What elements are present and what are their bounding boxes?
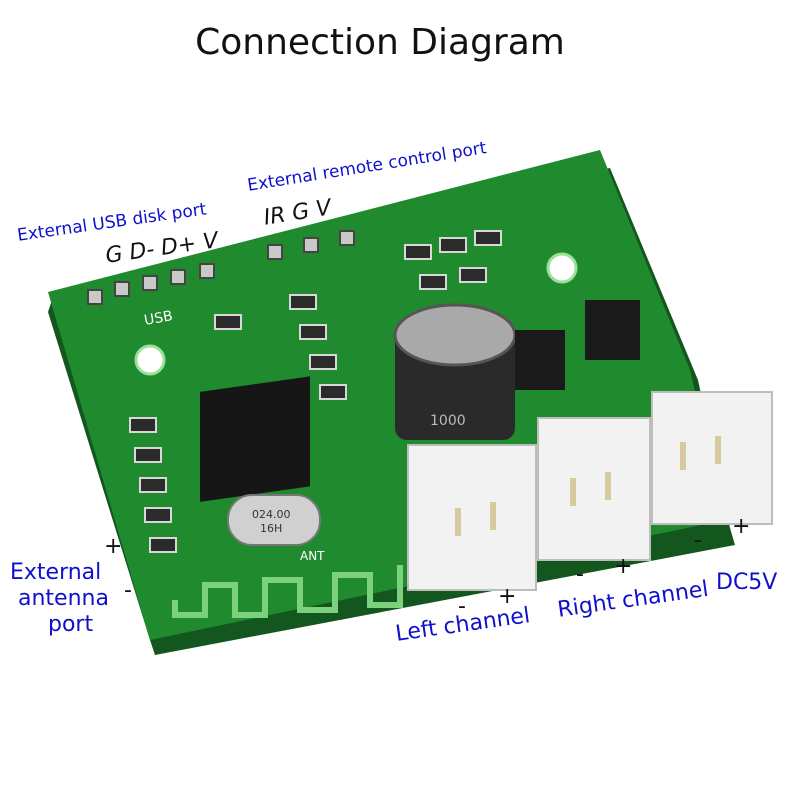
mounting-hole [134, 344, 166, 376]
antenna-minus-sign: - [124, 578, 132, 603]
amplifier-chips [515, 300, 640, 390]
dc-plus-sign: + [732, 514, 751, 539]
electrolytic-capacitor [393, 303, 517, 440]
antenna-label-line1: External [10, 560, 102, 585]
antenna-trace [172, 565, 403, 618]
mounting-hole [546, 252, 578, 284]
jst-connectors [407, 391, 773, 591]
silkscreen-usb: USB [143, 308, 174, 329]
page-title: Connection Diagram [195, 22, 565, 63]
left-plus-sign: + [498, 584, 517, 609]
right-plus-sign: + [614, 554, 633, 579]
antenna-plus-sign: + [104, 534, 123, 559]
dc5v-label: DC5V [716, 570, 778, 595]
jst-pins [455, 436, 721, 536]
main-ic [200, 376, 310, 502]
crystal-oscillator [227, 494, 321, 546]
silkscreen-ant: ANT [300, 549, 325, 563]
usb-header [87, 263, 215, 305]
antenna-label-line2: antenna [18, 586, 109, 611]
antenna-label-line3: port [48, 612, 94, 637]
crystal-text-top: 024.00 [252, 508, 291, 521]
smd-components [129, 230, 502, 553]
capacitor-text: 1000 [430, 413, 466, 429]
crystal-text-bottom: 16H [260, 522, 282, 535]
remote-header [267, 230, 355, 260]
left-minus-sign: - [458, 594, 466, 619]
dc-minus-sign: - [694, 528, 702, 553]
right-minus-sign: - [576, 562, 584, 587]
